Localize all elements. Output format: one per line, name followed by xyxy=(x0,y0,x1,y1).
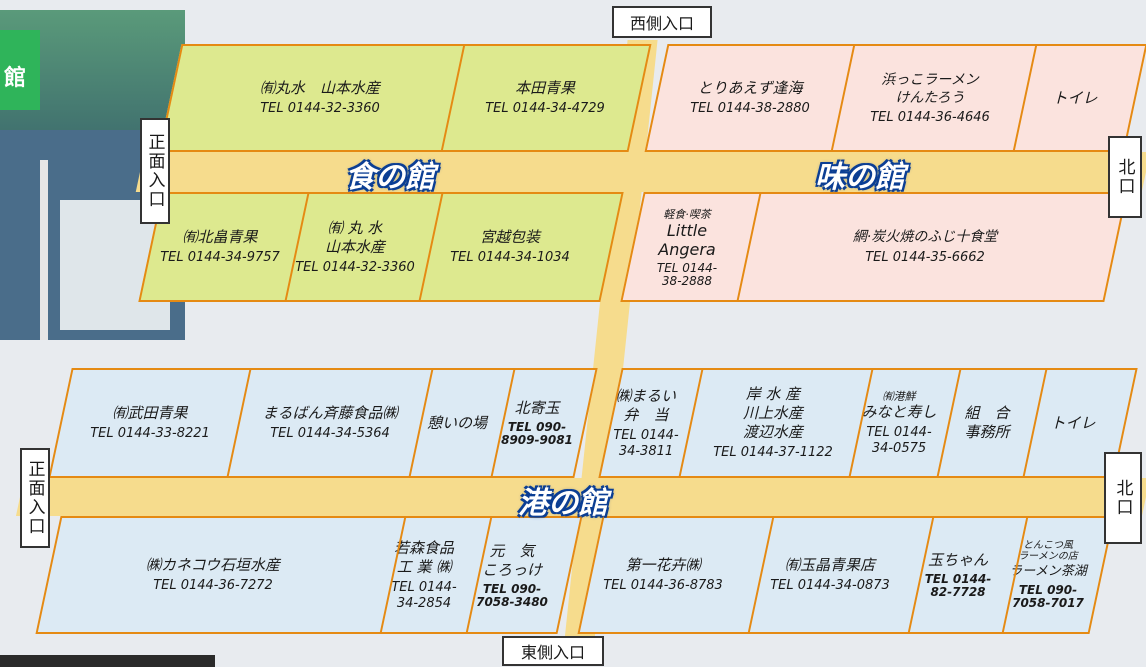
store-sign: 館 xyxy=(0,30,40,110)
hall-label-taste: 味の館 xyxy=(815,160,905,195)
shop-fujiju[interactable]: 網·炭火焼のふじ十食堂 TEL 0144-35-6662 xyxy=(852,229,998,265)
shop-minato-sushi[interactable]: ㈲港鮮 みなと寿し TEL 0144- 34-0575 xyxy=(861,389,937,456)
gate-front-bottom[interactable]: 正面入口 xyxy=(20,448,50,548)
shop-kanekou[interactable]: ㈱カネコウ石垣水産 TEL 0144-36-7272 xyxy=(145,556,281,593)
shop-wakamori[interactable]: 若森食品 工 業 ㈱ TEL 0144- 34-2854 xyxy=(391,538,457,611)
photo-strip xyxy=(0,655,215,667)
shop-marui-bento[interactable]: ㈱まるい 弁 当 TEL 0144- 34-3811 xyxy=(613,386,679,459)
shop-kitabatake[interactable]: ㈲北畠青果 TEL 0144-34-9757 xyxy=(160,228,280,265)
gate-north-bottom[interactable]: 北口 xyxy=(1104,452,1142,544)
union-office: 組 合 事務所 xyxy=(964,404,1010,441)
shop-tamaaki[interactable]: ㈲玉晶青果店 TEL 0144-34-0873 xyxy=(770,556,890,593)
shop-daiichi-kaki[interactable]: 第一花卉㈱ TEL 0144-36-8783 xyxy=(603,556,723,593)
shop-marusui-2[interactable]: ㈲ 丸 水 山本水産 TEL 0144-32-3360 xyxy=(295,218,415,275)
shop-hokkidama[interactable]: 北寄玉 TEL 090- 8909-9081 xyxy=(501,399,573,447)
shop-genki-korokke[interactable]: 元 気 ころっけ TEL 090- 7058-3480 xyxy=(476,541,548,609)
shop-ramen-sako[interactable]: とんこつ風 ラーメンの店 ラーメン茶湖 TEL 090- 7058-7017 xyxy=(1009,540,1087,610)
hall-label-port: 港の館 xyxy=(518,486,608,521)
shop-honda[interactable]: 本田青果 TEL 0144-34-4729 xyxy=(485,79,605,116)
hall-label-food: 食の館 xyxy=(345,160,435,195)
gate-north-top[interactable]: 北口 xyxy=(1108,136,1142,218)
toilet-port: トイレ xyxy=(1050,413,1096,432)
shop-tamachan[interactable]: 玉ちゃん TEL 0144- 82-7728 xyxy=(924,551,992,599)
toilet-north: トイレ xyxy=(1052,88,1098,107)
gate-front-top[interactable]: 正面入口 xyxy=(140,118,170,224)
shop-miyakoshi[interactable]: 宮越包装 TEL 0144-34-1034 xyxy=(450,228,570,265)
shop-toriaezu[interactable]: とりあえず逢海 TEL 0144-38-2880 xyxy=(690,79,810,116)
shop-kentarou[interactable]: 浜っこラーメン けんたろう TEL 0144-36-4646 xyxy=(870,71,990,125)
shop-kishi-kawakami-watanabe[interactable]: 岸 水 産 川上水産 渡辺水産 TEL 0144-37-1122 xyxy=(713,385,833,460)
gate-east[interactable]: 東側入口 xyxy=(502,636,604,666)
shop-takeda[interactable]: ㈲武田青果 TEL 0144-33-8221 xyxy=(90,404,210,441)
shop-marusui[interactable]: ㈲丸水 山本水産 TEL 0144-32-3360 xyxy=(259,79,380,116)
rest-area: 憩いの場 xyxy=(426,413,487,432)
shop-little-angera[interactable]: 軽食·喫茶 Little Angera TEL 0144- 38-2888 xyxy=(656,208,718,288)
shop-maruban[interactable]: まるばん斉藤食品㈱ TEL 0144-34-5364 xyxy=(262,404,398,441)
gate-west[interactable]: 西側入口 xyxy=(612,6,712,38)
